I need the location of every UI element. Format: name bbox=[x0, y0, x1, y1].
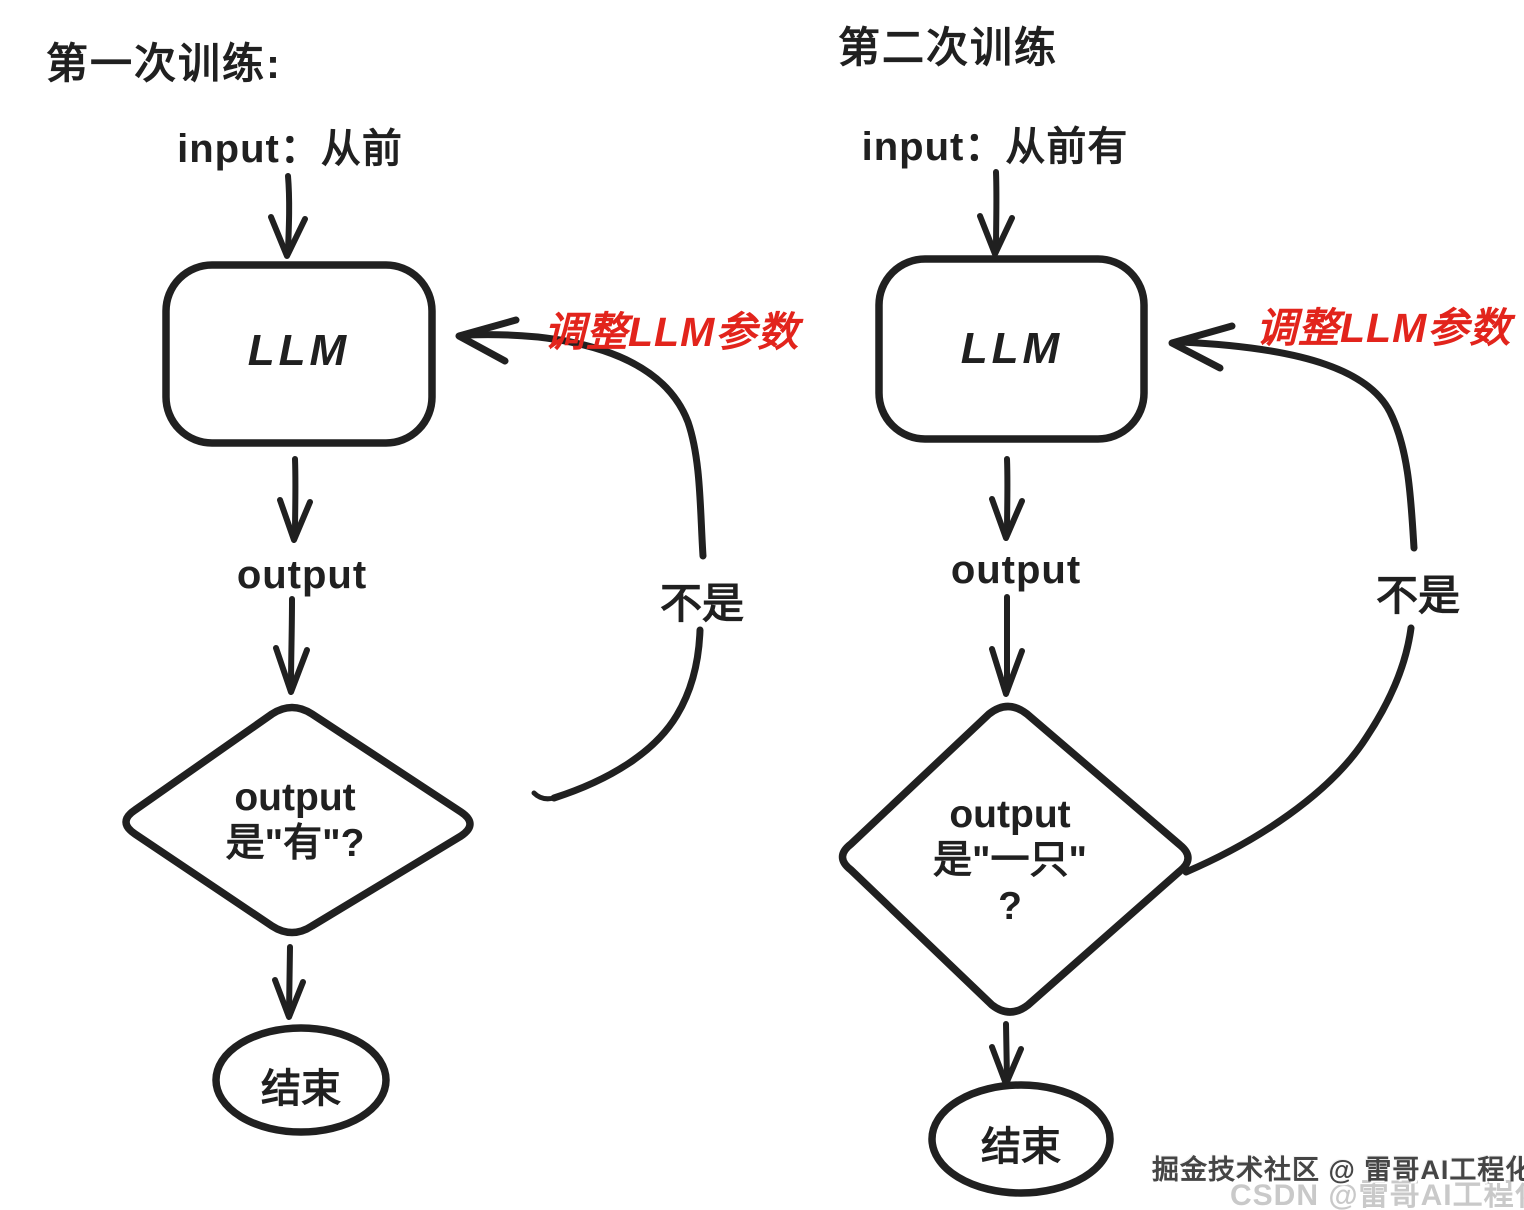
right-chart-title: 第二次训练 bbox=[838, 24, 1059, 71]
left-no-branch-label: 不是 bbox=[659, 580, 744, 627]
left-feedback-curve bbox=[455, 316, 707, 802]
arrow-head bbox=[272, 977, 306, 1020]
right-output-label: output bbox=[950, 548, 1082, 592]
left-end-label: 结束 bbox=[261, 1067, 341, 1111]
right-decision-line3: ? bbox=[998, 885, 1022, 928]
right-end-ellipse bbox=[928, 1081, 1114, 1197]
right-llm-node-label: LLM bbox=[960, 324, 1064, 373]
feedback-curve-lower bbox=[1182, 624, 1415, 876]
left-input-arrow bbox=[268, 173, 308, 259]
feedback-arrow-head bbox=[455, 316, 520, 365]
left-output-label: output bbox=[236, 553, 368, 597]
right-feedback-curve bbox=[1168, 322, 1418, 876]
right-end-label: 结束 bbox=[981, 1125, 1061, 1169]
feedback-curve-hook bbox=[531, 790, 557, 802]
left-feedback-label: 调整LLM参数 bbox=[544, 309, 800, 355]
arrow-head bbox=[277, 497, 313, 543]
right-llm-output-arrow bbox=[989, 456, 1025, 541]
left-llm-output-arrow bbox=[277, 456, 313, 543]
arrow-shaft bbox=[286, 944, 293, 1016]
arrow-head bbox=[989, 646, 1025, 697]
left-decision-end-arrow bbox=[272, 944, 306, 1020]
right-no-branch-label: 不是 bbox=[1375, 572, 1460, 619]
left-decision-line1: output bbox=[234, 776, 356, 819]
feedback-curve-upper bbox=[462, 331, 707, 560]
arrow-head bbox=[273, 645, 310, 695]
right-decision-label: output 是"一只" ? bbox=[865, 792, 1155, 930]
right-decision-line2: 是"一只" bbox=[933, 839, 1087, 882]
feedback-curve-lower bbox=[550, 626, 704, 802]
feedback-arrow-head bbox=[1168, 322, 1236, 372]
arrow-head bbox=[977, 213, 1015, 257]
right-feedback-label: 调整LLM参数 bbox=[1256, 305, 1512, 351]
right-decision-diamond bbox=[838, 702, 1192, 1016]
left-chart-title: 第一次训练: bbox=[46, 40, 282, 87]
watermark-csdn: CSDN @雷哥AI工程化 bbox=[1230, 1179, 1524, 1210]
left-decision-line2: 是"有"? bbox=[225, 822, 365, 865]
arrow-head bbox=[989, 496, 1025, 541]
right-input-label: input：从前有 bbox=[861, 125, 1129, 169]
left-llm-box bbox=[162, 261, 436, 447]
left-llm-node-label: LLM bbox=[247, 326, 351, 375]
right-decision-end-arrow bbox=[989, 1021, 1024, 1087]
arrow-shaft bbox=[285, 173, 293, 253]
arrow-shaft bbox=[288, 596, 295, 691]
left-output-decision-arrow bbox=[273, 596, 310, 695]
arrow-shaft bbox=[1003, 1021, 1010, 1083]
left-decision-label: output 是"有"? bbox=[145, 775, 445, 867]
watermark-juejin: 掘金技术社区 @ 雷哥AI工程化 bbox=[1152, 1155, 1524, 1185]
left-decision-diamond bbox=[122, 703, 474, 937]
right-output-decision-arrow bbox=[989, 594, 1025, 697]
left-end-ellipse bbox=[212, 1024, 390, 1136]
right-decision-line1: output bbox=[949, 793, 1071, 836]
feedback-curve-upper bbox=[1176, 338, 1418, 552]
right-llm-box bbox=[875, 255, 1148, 443]
left-input-label: input：从前 bbox=[177, 127, 403, 171]
right-input-arrow bbox=[977, 169, 1015, 257]
arrow-head bbox=[268, 214, 308, 259]
